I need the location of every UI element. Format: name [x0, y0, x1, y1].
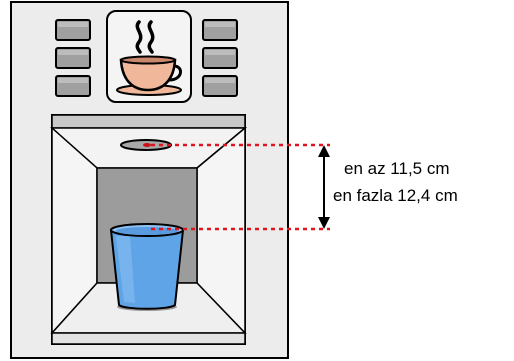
max-height-label: en fazla 12,4 cm: [333, 186, 458, 205]
cup-icon: [109, 223, 185, 311]
right-button-column: [202, 19, 238, 97]
left-button-column: [55, 19, 91, 97]
min-height-label: en az 11,5 cm: [344, 159, 450, 178]
measurement-arrow: [318, 145, 330, 229]
dispenser-nozzle-icon: [120, 139, 172, 151]
coffee-cup-icon: [106, 10, 192, 103]
